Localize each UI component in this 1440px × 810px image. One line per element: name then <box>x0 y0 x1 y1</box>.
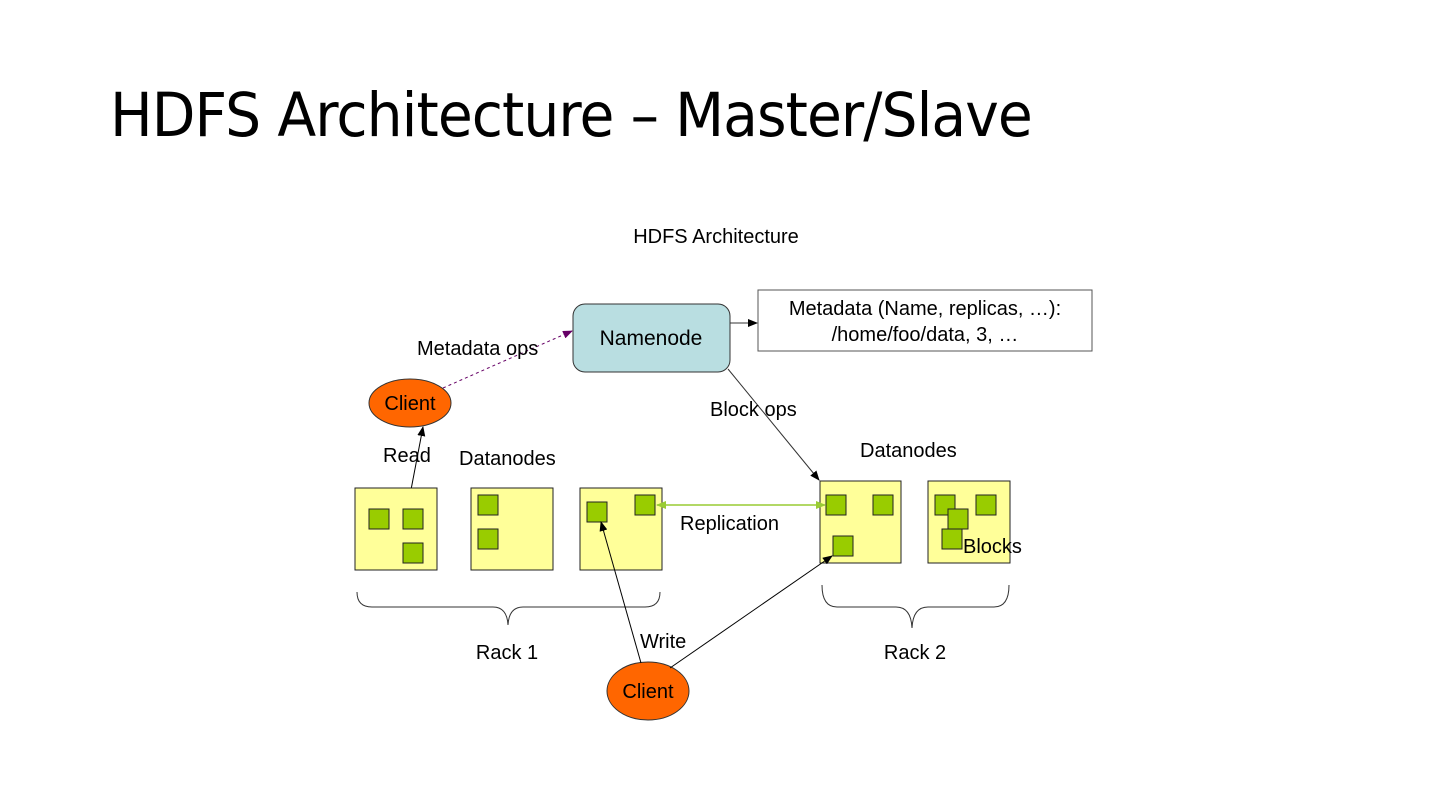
datanode-box <box>819 480 902 564</box>
client-write-label: Client <box>622 681 674 703</box>
blocks-label: Blocks <box>963 536 1022 558</box>
client-write-ellipse <box>606 661 690 721</box>
block <box>477 494 499 516</box>
datanode-rack1-2 <box>470 487 554 571</box>
block <box>402 508 424 530</box>
block <box>975 494 997 516</box>
rack1-brace <box>356 591 661 626</box>
metadata-line-1: Metadata (Name, replicas, …): <box>789 298 1061 320</box>
write-label: Write <box>640 631 686 653</box>
replication-label: Replication <box>680 513 779 535</box>
datanode-rack2-1 <box>819 480 902 564</box>
datanode-rack1-1 <box>354 487 438 571</box>
read-label: Read <box>383 445 431 467</box>
block <box>368 508 390 530</box>
namenode-label: Namenode <box>600 327 703 350</box>
namenode-box <box>572 303 731 373</box>
slide-title: HDFS Architecture – Master/Slave <box>110 80 1033 151</box>
rack2-brace <box>821 584 1010 629</box>
block <box>832 535 854 557</box>
datanode-box <box>354 487 438 571</box>
write-arrow-rack2 <box>669 555 833 669</box>
client-read-label: Client <box>384 393 436 415</box>
datanodes-label-left: Datanodes <box>459 448 556 470</box>
client-read: Client <box>368 378 452 428</box>
metadata-box-border <box>757 289 1093 352</box>
block <box>872 494 894 516</box>
diagram-title: HDFS Architecture <box>633 226 799 248</box>
datanode-rack2-2: Blocks <box>927 480 1022 564</box>
block <box>634 494 656 516</box>
block-ops-arrow <box>727 368 820 481</box>
metadata-line-2: /home/foo/data, 3, … <box>832 324 1019 346</box>
block-ops-label: Block ops <box>710 399 797 421</box>
block <box>402 542 424 564</box>
block <box>825 494 847 516</box>
block <box>477 528 499 550</box>
read-arrow <box>409 426 426 496</box>
block <box>941 528 963 550</box>
block <box>586 501 608 523</box>
write-arrow-rack1 <box>599 521 642 664</box>
client-read-ellipse <box>368 378 452 428</box>
metadata-box: Metadata (Name, replicas, …): /home/foo/… <box>757 289 1093 352</box>
datanode-rack1-3 <box>579 487 663 571</box>
client-write: Client <box>606 661 690 721</box>
rack2-label: Rack 2 <box>884 642 946 664</box>
rack1-label: Rack 1 <box>476 642 538 664</box>
block <box>947 508 969 530</box>
namenode: Namenode <box>572 303 731 373</box>
metadata-ops-label: Metadata ops <box>417 338 538 360</box>
datanodes-label-right: Datanodes <box>860 440 957 462</box>
